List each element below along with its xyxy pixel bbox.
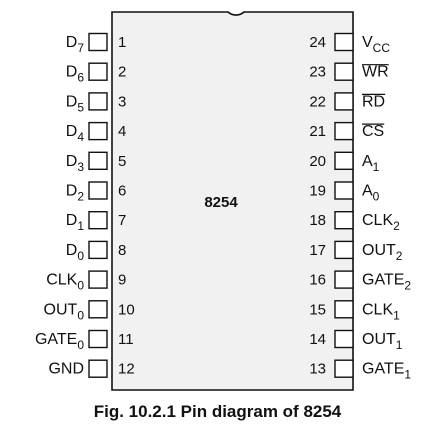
pin-3-box	[88, 92, 108, 111]
pin-24-box	[334, 32, 354, 52]
pin-19-box	[334, 181, 354, 200]
pin-label-d4: D4	[66, 123, 85, 144]
pin-12-box	[88, 359, 108, 378]
pin-4-box	[88, 121, 108, 141]
figure-caption: Fig. 10.2.1 Pin diagram of 8254	[93, 402, 342, 421]
pin-label-d7: D7	[66, 34, 85, 55]
pin-number: 8	[118, 242, 126, 259]
pin-10-box	[88, 300, 108, 319]
pin-number: 10	[118, 301, 135, 318]
pin-2-box	[88, 62, 108, 81]
pin-7-box	[88, 210, 108, 230]
pin-number: 11	[118, 331, 134, 348]
pin-number: 3	[118, 93, 126, 110]
pin-15-box	[334, 300, 354, 319]
pin-label-a1: A1	[362, 153, 380, 174]
pin-label-gate0: GATE0	[35, 331, 84, 352]
pin-label-d2: D2	[66, 183, 85, 204]
chip-body	[111, 11, 354, 391]
pin-5-box	[88, 151, 108, 171]
pin-number: 13	[309, 361, 326, 378]
pin-18-box	[334, 210, 354, 230]
pin-label-gate1: GATE1	[362, 361, 411, 382]
pin-8-box	[88, 240, 108, 260]
pin-number: 2	[118, 64, 126, 81]
pin-17-box	[334, 240, 354, 260]
pin-label-d0: D0	[66, 242, 85, 263]
chip-label: 8254	[204, 194, 238, 211]
pin-number: 5	[118, 153, 126, 170]
pin-21-box	[334, 121, 354, 141]
pin-number: 16	[309, 272, 326, 289]
pin-label-gnd: GND	[48, 361, 84, 378]
pin-14-box	[334, 329, 354, 349]
pin-number: 19	[309, 183, 326, 200]
pin-20-box	[334, 151, 354, 171]
pin-number: 7	[118, 212, 126, 229]
pin-label-out1: OUT1	[362, 331, 403, 352]
pin-9-box	[88, 270, 108, 289]
pin-label-d5: D5	[66, 93, 85, 114]
pin-label-rd: RD	[362, 93, 385, 110]
pin-label-out0: OUT0	[44, 301, 85, 322]
pin-label-d6: D6	[66, 64, 85, 85]
pin-number: 23	[309, 64, 326, 81]
pin-22-box	[334, 92, 354, 111]
pin-label-out2: OUT2	[362, 242, 403, 263]
pin-number: 14	[309, 331, 326, 348]
pin-number: 1	[118, 34, 126, 51]
pin-label-a0: A0	[362, 183, 380, 204]
pin-number: 9	[118, 272, 126, 289]
pin-number: 15	[309, 301, 326, 318]
pin-label-clk1: CLK1	[362, 301, 400, 322]
pin-1-box	[88, 32, 108, 52]
pin-number: 4	[118, 123, 126, 140]
pin-label-d1: D1	[66, 212, 85, 233]
pin-number: 21	[309, 123, 326, 140]
pin-label-clk2: CLK2	[362, 212, 400, 233]
pin-11-box	[88, 329, 108, 349]
pin-number: 20	[309, 153, 326, 170]
pin-16-box	[334, 270, 354, 289]
pin-number: 17	[309, 242, 326, 259]
pin-23-box	[334, 62, 354, 81]
pin-label-gate2: GATE2	[362, 272, 411, 293]
pin-number: 18	[309, 212, 326, 229]
pin-number: 24	[309, 34, 326, 51]
pin-label-cs: CS	[362, 123, 384, 140]
pin-label-d3: D3	[66, 153, 85, 174]
pin-13-box	[334, 359, 354, 378]
pin-6-box	[88, 181, 108, 200]
pin-label-wr: WR	[362, 64, 389, 81]
pin-label-clk0: CLK0	[46, 272, 84, 293]
pin-number: 22	[309, 93, 326, 110]
pin-label-vcc: VCC	[362, 34, 390, 55]
pin-diagram: 8254 1 D7 2 D6 3 D5 4 D4 5 D3 6 D2 7 D1 8 D0 9 CLK0 10 OUT0…	[35, 11, 411, 391]
pin-number: 12	[118, 361, 135, 378]
pin-number: 6	[118, 183, 126, 200]
